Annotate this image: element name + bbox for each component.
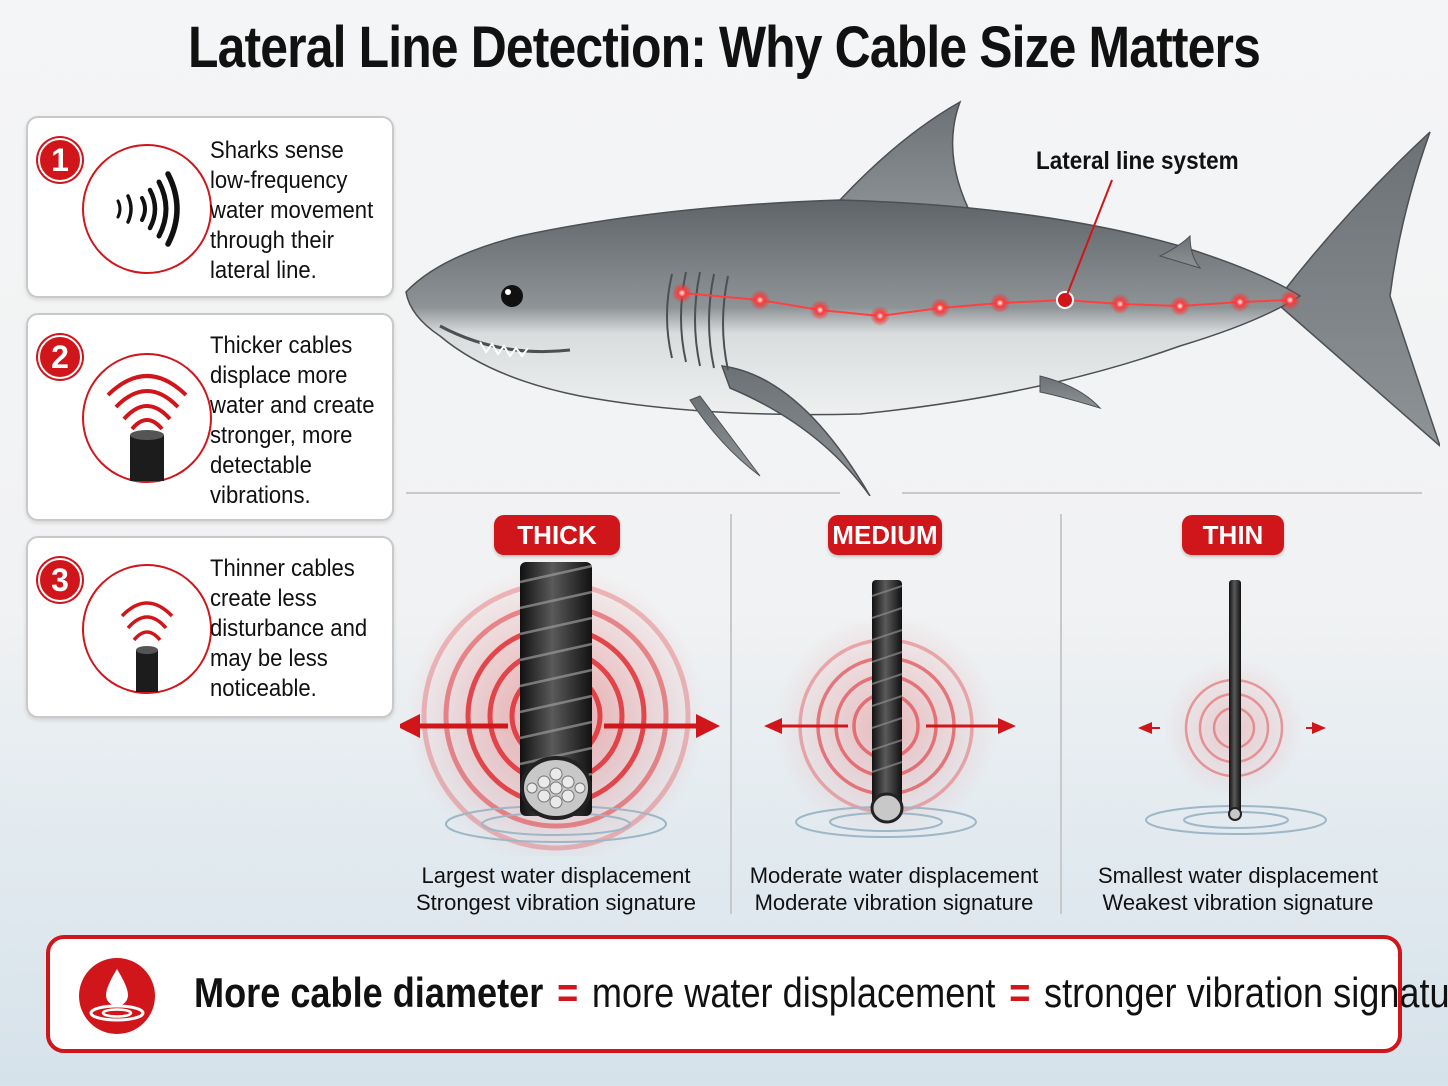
card-3-text: Thinner cables create less disturbance a… xyxy=(210,555,368,702)
thick-tag: THICK xyxy=(494,515,620,555)
summary-text: More cable diameter = more water displacem… xyxy=(194,969,1448,1017)
summary-part3: stronger vibration signature. xyxy=(1044,969,1448,1016)
section-divider xyxy=(902,492,1422,494)
card-2-text: Thicker cables displace more water and c… xyxy=(210,332,375,509)
info-card-1: 1 Sharks sense low-frequency water movem… xyxy=(26,116,394,298)
page-title: Lateral Line Detection: Why Cable Size M… xyxy=(188,15,1261,80)
section-divider xyxy=(406,492,840,494)
info-card-2: 2 Thicker cables displace more water and… xyxy=(26,313,394,521)
thin-caption: Smallest water displacement Weakest vibr… xyxy=(1088,862,1388,916)
medium-caption-line1: Moderate water displacement xyxy=(749,863,1039,888)
thin-caption-line2: Weakest vibration signature xyxy=(1102,890,1374,915)
column-divider xyxy=(1060,514,1062,914)
thick-cable xyxy=(400,562,720,856)
medium-caption-line2: Moderate vibration signature xyxy=(754,890,1034,915)
cable-comparison-illustration xyxy=(400,562,1327,856)
thin-caption-line1: Smallest water displacement xyxy=(1097,863,1378,888)
thin-cable-vibration-icon xyxy=(82,564,212,694)
summary-part2: more water displacement xyxy=(591,969,996,1016)
medium-tag: MEDIUM xyxy=(828,515,942,555)
thick-caption-line2: Strongest vibration signature xyxy=(415,890,697,915)
column-divider xyxy=(730,514,732,914)
equals-sign-2: = xyxy=(1009,969,1031,1016)
summary-banner: More cable diameter = more water displacem… xyxy=(46,935,1448,1053)
thin-cable xyxy=(1138,580,1327,835)
lateral-line-label: Lateral line system xyxy=(1036,147,1239,175)
step-badge-3: 3 xyxy=(38,558,82,602)
thick-caption-line1: Largest water displacement xyxy=(421,863,691,888)
sound-waves-icon xyxy=(82,144,212,274)
thick-cable-vibration-icon xyxy=(82,353,212,483)
card-1-text: Sharks sense low-frequency water movemen… xyxy=(210,137,374,284)
summary-part1: More cable diameter xyxy=(194,969,544,1016)
medium-caption: Moderate water displacement Moderate vib… xyxy=(744,862,1044,916)
thin-tag: THIN xyxy=(1182,515,1284,555)
equals-sign-1: = xyxy=(557,969,579,1016)
step-badge-2: 2 xyxy=(38,335,82,379)
water-drop-ripple-icon xyxy=(78,957,156,1035)
step-badge-1: 1 xyxy=(38,138,82,182)
medium-cable xyxy=(764,580,1016,838)
info-card-3: 3 Thinner cables create less disturbance… xyxy=(26,536,394,718)
thick-caption: Largest water displacement Strongest vib… xyxy=(406,862,706,916)
shark-illustration xyxy=(405,100,1440,496)
